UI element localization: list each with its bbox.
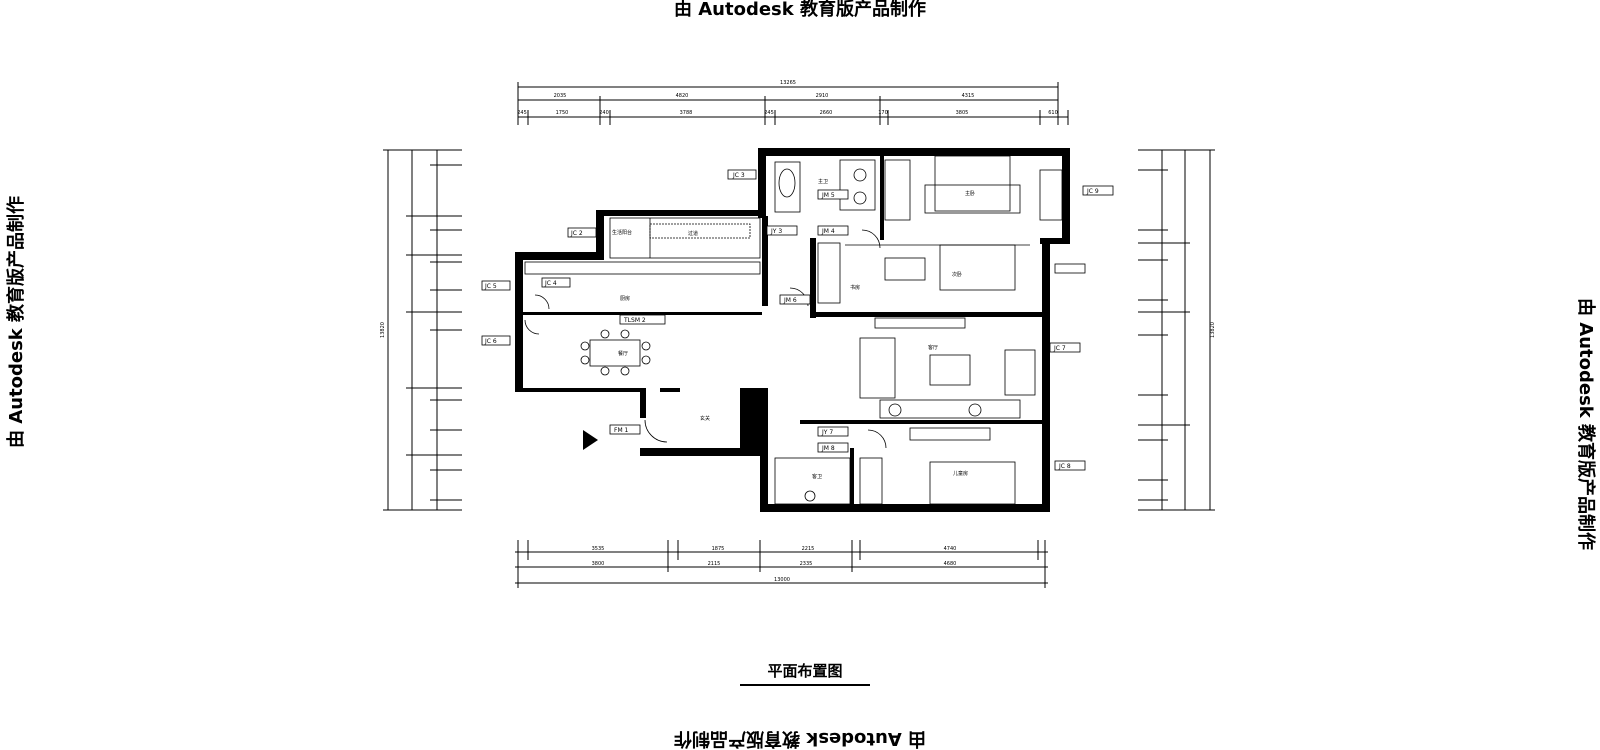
- tag-jm6: JM 6: [783, 297, 797, 304]
- bottom-dimension-lines: [515, 540, 1048, 588]
- interior-details: [524, 155, 1063, 505]
- dim-top-r1-0: 2035: [554, 93, 567, 99]
- tag-boxes: [481, 169, 1114, 471]
- tag-jc7: JC 7: [1053, 345, 1066, 352]
- tag-jc2: JC 2: [570, 230, 583, 237]
- room-second: 次卧: [952, 271, 962, 278]
- room-master: 主卧: [965, 190, 975, 197]
- room-bath2: 客卫: [812, 473, 822, 480]
- dim-top-overall: 13265: [780, 80, 796, 86]
- room-entry: 玄关: [700, 415, 710, 422]
- dim-top-r2-8: 610: [1048, 110, 1058, 116]
- dim-right-overall: 13820: [1210, 322, 1216, 338]
- dim-bottom-r1-1: 1875: [712, 546, 725, 552]
- dim-top-r2-1: 1750: [556, 110, 569, 116]
- watermark-top: 由 Autodesk 教育版产品制作: [673, 0, 927, 20]
- dim-top-r1-2: 2910: [816, 93, 829, 99]
- tag-tlsm2: TLSM 2: [623, 317, 646, 324]
- drawing-title: 平面布置图: [767, 662, 843, 680]
- dim-top-r1-3: 4315: [962, 93, 975, 99]
- dim-top-r1-1: 4820: [676, 93, 689, 99]
- tag-jc4: JC 4: [544, 280, 557, 287]
- room-living: 客厅: [928, 344, 938, 351]
- top-dimension-labels: 13265 2035 4820 2910 4315 245 1750 240 3…: [517, 80, 1058, 116]
- dim-bottom-r2-2: 2335: [800, 561, 813, 567]
- entry-arrow-icon: [583, 430, 598, 450]
- room-kitchen: 厨房: [620, 295, 630, 302]
- top-dimension-lines: [517, 82, 1069, 125]
- tag-labels: JC 2 JC 3 JC 4 JC 5 JC 6 JC 7 JC 8 JC 9 …: [484, 172, 1099, 470]
- dim-top-r2-5: 2660: [820, 110, 833, 116]
- room-balcony: 生活阳台: [612, 229, 632, 236]
- dim-top-r2-3: 3788: [680, 110, 693, 116]
- dim-bottom-overall: 13000: [774, 577, 790, 583]
- dim-top-r2-6: 170: [878, 110, 888, 116]
- dim-left-overall: 13820: [380, 322, 386, 338]
- dim-top-r2-4: 245: [764, 110, 774, 116]
- room-labels: 主卧 主卫 客厅 厨房 餐厅 玄关 书房 儿童房 客卫 生活阳台 过道 次卧: [612, 178, 975, 480]
- dim-top-r2-2: 240: [599, 110, 609, 116]
- dim-top-r2-7: 3805: [956, 110, 969, 116]
- dim-bottom-r1-0: 3535: [592, 546, 605, 552]
- tag-jy3: JY 3: [770, 228, 782, 235]
- room-dining: 餐厅: [618, 350, 628, 357]
- tag-jm4: JM 4: [821, 228, 835, 235]
- dim-bottom-r2-1: 2115: [708, 561, 721, 567]
- right-dimension-lines: [1138, 149, 1215, 511]
- room-kids: 儿童房: [953, 470, 968, 477]
- tag-jm5: JM 5: [821, 192, 835, 199]
- title-underline: [740, 684, 870, 686]
- dim-bottom-r2-0: 3800: [592, 561, 605, 567]
- dim-bottom-r1-3: 4740: [944, 546, 957, 552]
- tag-fm1: FM 1: [614, 427, 629, 434]
- tag-jm8: JM 8: [821, 445, 835, 452]
- bottom-dimension-labels: 3535 1875 2215 4740 3800 2115 2335 4680 …: [592, 546, 957, 583]
- dim-top-r2-0: 245: [517, 110, 527, 116]
- left-dimension-lines: [383, 149, 462, 511]
- tag-jc8: JC 8: [1058, 463, 1071, 470]
- room-bath1: 主卫: [818, 178, 828, 185]
- room-study: 书房: [850, 284, 860, 291]
- tag-jc5: JC 5: [484, 283, 497, 290]
- tag-jy7: JY 7: [821, 429, 833, 436]
- dim-bottom-r2-3: 4680: [944, 561, 957, 567]
- tag-jc6: JC 6: [484, 338, 497, 345]
- room-corridor: 过道: [688, 230, 698, 237]
- tag-jc9: JC 9: [1086, 188, 1099, 195]
- tag-jc3: JC 3: [732, 172, 745, 179]
- dim-bottom-r1-2: 2215: [802, 546, 815, 552]
- walls: [515, 148, 1070, 512]
